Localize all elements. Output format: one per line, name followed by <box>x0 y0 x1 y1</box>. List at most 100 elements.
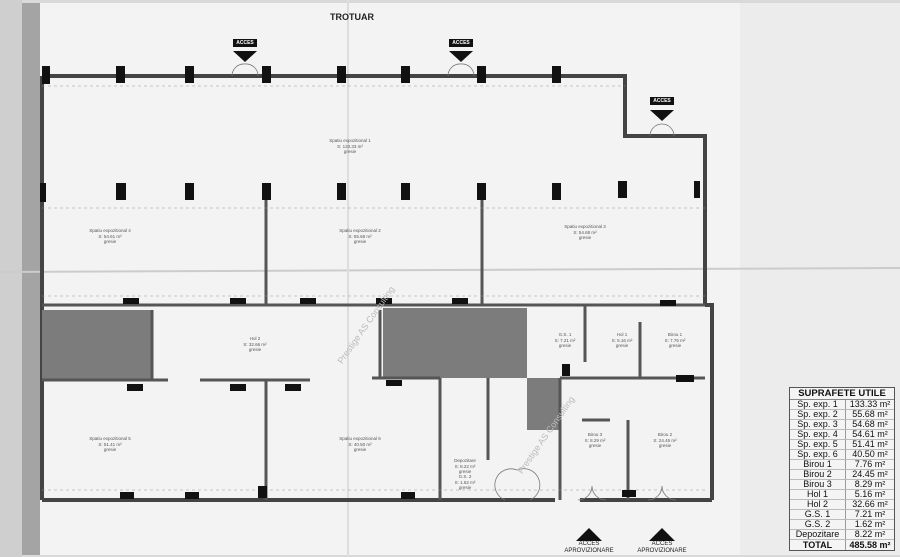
supply-entrance-line2: APROVIZIONARE <box>637 548 687 554</box>
summary-name: Sp. exp. 5 <box>790 440 846 449</box>
summary-value: 51.41 m² <box>852 439 888 449</box>
grid-lines <box>42 85 705 491</box>
summary-value: 5.16 m² <box>854 489 886 499</box>
room-floor-finish: gresie <box>103 447 117 452</box>
room-floor-finish: gresie <box>103 239 117 244</box>
room-name: G.S. 2 <box>458 474 472 479</box>
room-floor-finish: gresie <box>668 343 682 348</box>
summary-value: 133.33 m² <box>849 399 891 409</box>
summary-value: 32.66 m² <box>852 499 888 509</box>
summary-row: Sp. exp. 6 40.50 m² <box>790 450 894 460</box>
summary-row: Sp. exp. 3 54.68 m² <box>790 420 894 430</box>
summary-value: 7.21 m² <box>854 509 886 519</box>
summary-value: 54.68 m² <box>852 419 888 429</box>
room-area: S: 24.45 m² <box>653 437 677 443</box>
summary-value: 24.45 m² <box>852 469 888 479</box>
room-name: Spatiu expozitional 3 <box>564 224 606 229</box>
summary-name: Sp. exp. 4 <box>790 430 846 439</box>
room-area: S: 7.76 m² <box>664 337 686 343</box>
room-floor-finish: gresie <box>353 239 367 244</box>
room-floor-finish: gresie <box>353 447 367 452</box>
summary-name: Birou 3 <box>790 480 846 489</box>
room-area: S: 54.61 m² <box>98 233 122 239</box>
shaded-area <box>42 310 152 380</box>
room-name: G.S. 1 <box>558 332 572 337</box>
room-area: S: 5.16 m² <box>611 337 633 343</box>
room-floor-finish: gresie <box>343 149 357 154</box>
room-name: Hol 1 <box>616 332 628 337</box>
room-name: Spatiu expozitional 4 <box>89 228 131 233</box>
room-floor-finish: gresie <box>615 343 629 348</box>
entrance-label: ACCES <box>653 98 671 104</box>
summary-value: 55.68 m² <box>852 409 888 419</box>
room-name: Spatiu expozitional 5 <box>89 436 131 441</box>
room-name: Birou 3 <box>587 432 603 437</box>
room-name: Depozitare <box>454 458 476 463</box>
entrance-label: ACCES <box>236 40 254 46</box>
summary-row: Hol 2 32.66 m² <box>790 500 894 510</box>
summary-name: G.S. 2 <box>790 520 846 529</box>
room-area: S: 133.33 m² <box>337 143 363 149</box>
summary-name: Sp. exp. 1 <box>790 400 846 409</box>
room-name: Spatiu expozitional 1 <box>329 138 371 143</box>
room-floor-finish: gresie <box>658 443 672 448</box>
summary-name: Hol 1 <box>790 490 846 499</box>
room-name: Hol 2 <box>249 336 261 341</box>
summary-title: SUPRAFETE UTILE <box>790 388 894 400</box>
room-floor-finish: gresie <box>458 485 472 490</box>
room-name: Birou 2 <box>657 432 673 437</box>
street-label: TROTUAR <box>330 12 374 22</box>
room-floor-finish: gresie <box>578 235 592 240</box>
room-area: S: 51.41 m² <box>98 441 122 447</box>
summary-row: Sp. exp. 4 54.61 m² <box>790 430 894 440</box>
room-name: Birou 1 <box>667 332 683 337</box>
summary-row: G.S. 1 7.21 m² <box>790 510 894 520</box>
summary-name: Hol 2 <box>790 500 846 509</box>
room-floor-finish: gresie <box>248 347 262 352</box>
total-value: 485.58 m² <box>849 540 891 550</box>
summary-name: Sp. exp. 3 <box>790 420 846 429</box>
supply-entrance-line1: ACCES <box>578 541 600 547</box>
room-area: S: 55.68 m² <box>348 233 372 239</box>
entrance-arrows <box>233 51 675 541</box>
paper-sheet <box>22 3 740 555</box>
room-area: S: 40.50 m² <box>348 441 372 447</box>
room-area: S: 54.68 m² <box>573 229 597 235</box>
interior-walls <box>42 190 705 500</box>
summary-value: 7.76 m² <box>854 459 886 469</box>
summary-value: 54.61 m² <box>852 429 888 439</box>
shaded-area <box>383 308 560 430</box>
room-name: Spatiu expozitional 2 <box>339 228 381 233</box>
summary-name: G.S. 1 <box>790 510 846 519</box>
door-arcs <box>231 63 677 501</box>
room-floor-finish: gresie <box>588 443 602 448</box>
room-floor-finish: gresie <box>558 343 572 348</box>
room-area: S: 8.22 m² <box>454 463 476 469</box>
supply-entrance-line2: APROVIZIONARE <box>564 548 614 554</box>
summary-value: 40.50 m² <box>852 449 888 459</box>
room-name: Spatiu expozitional 6 <box>339 436 381 441</box>
summary-name: Sp. exp. 6 <box>790 450 846 459</box>
summary-row: Hol 1 5.16 m² <box>790 490 894 500</box>
